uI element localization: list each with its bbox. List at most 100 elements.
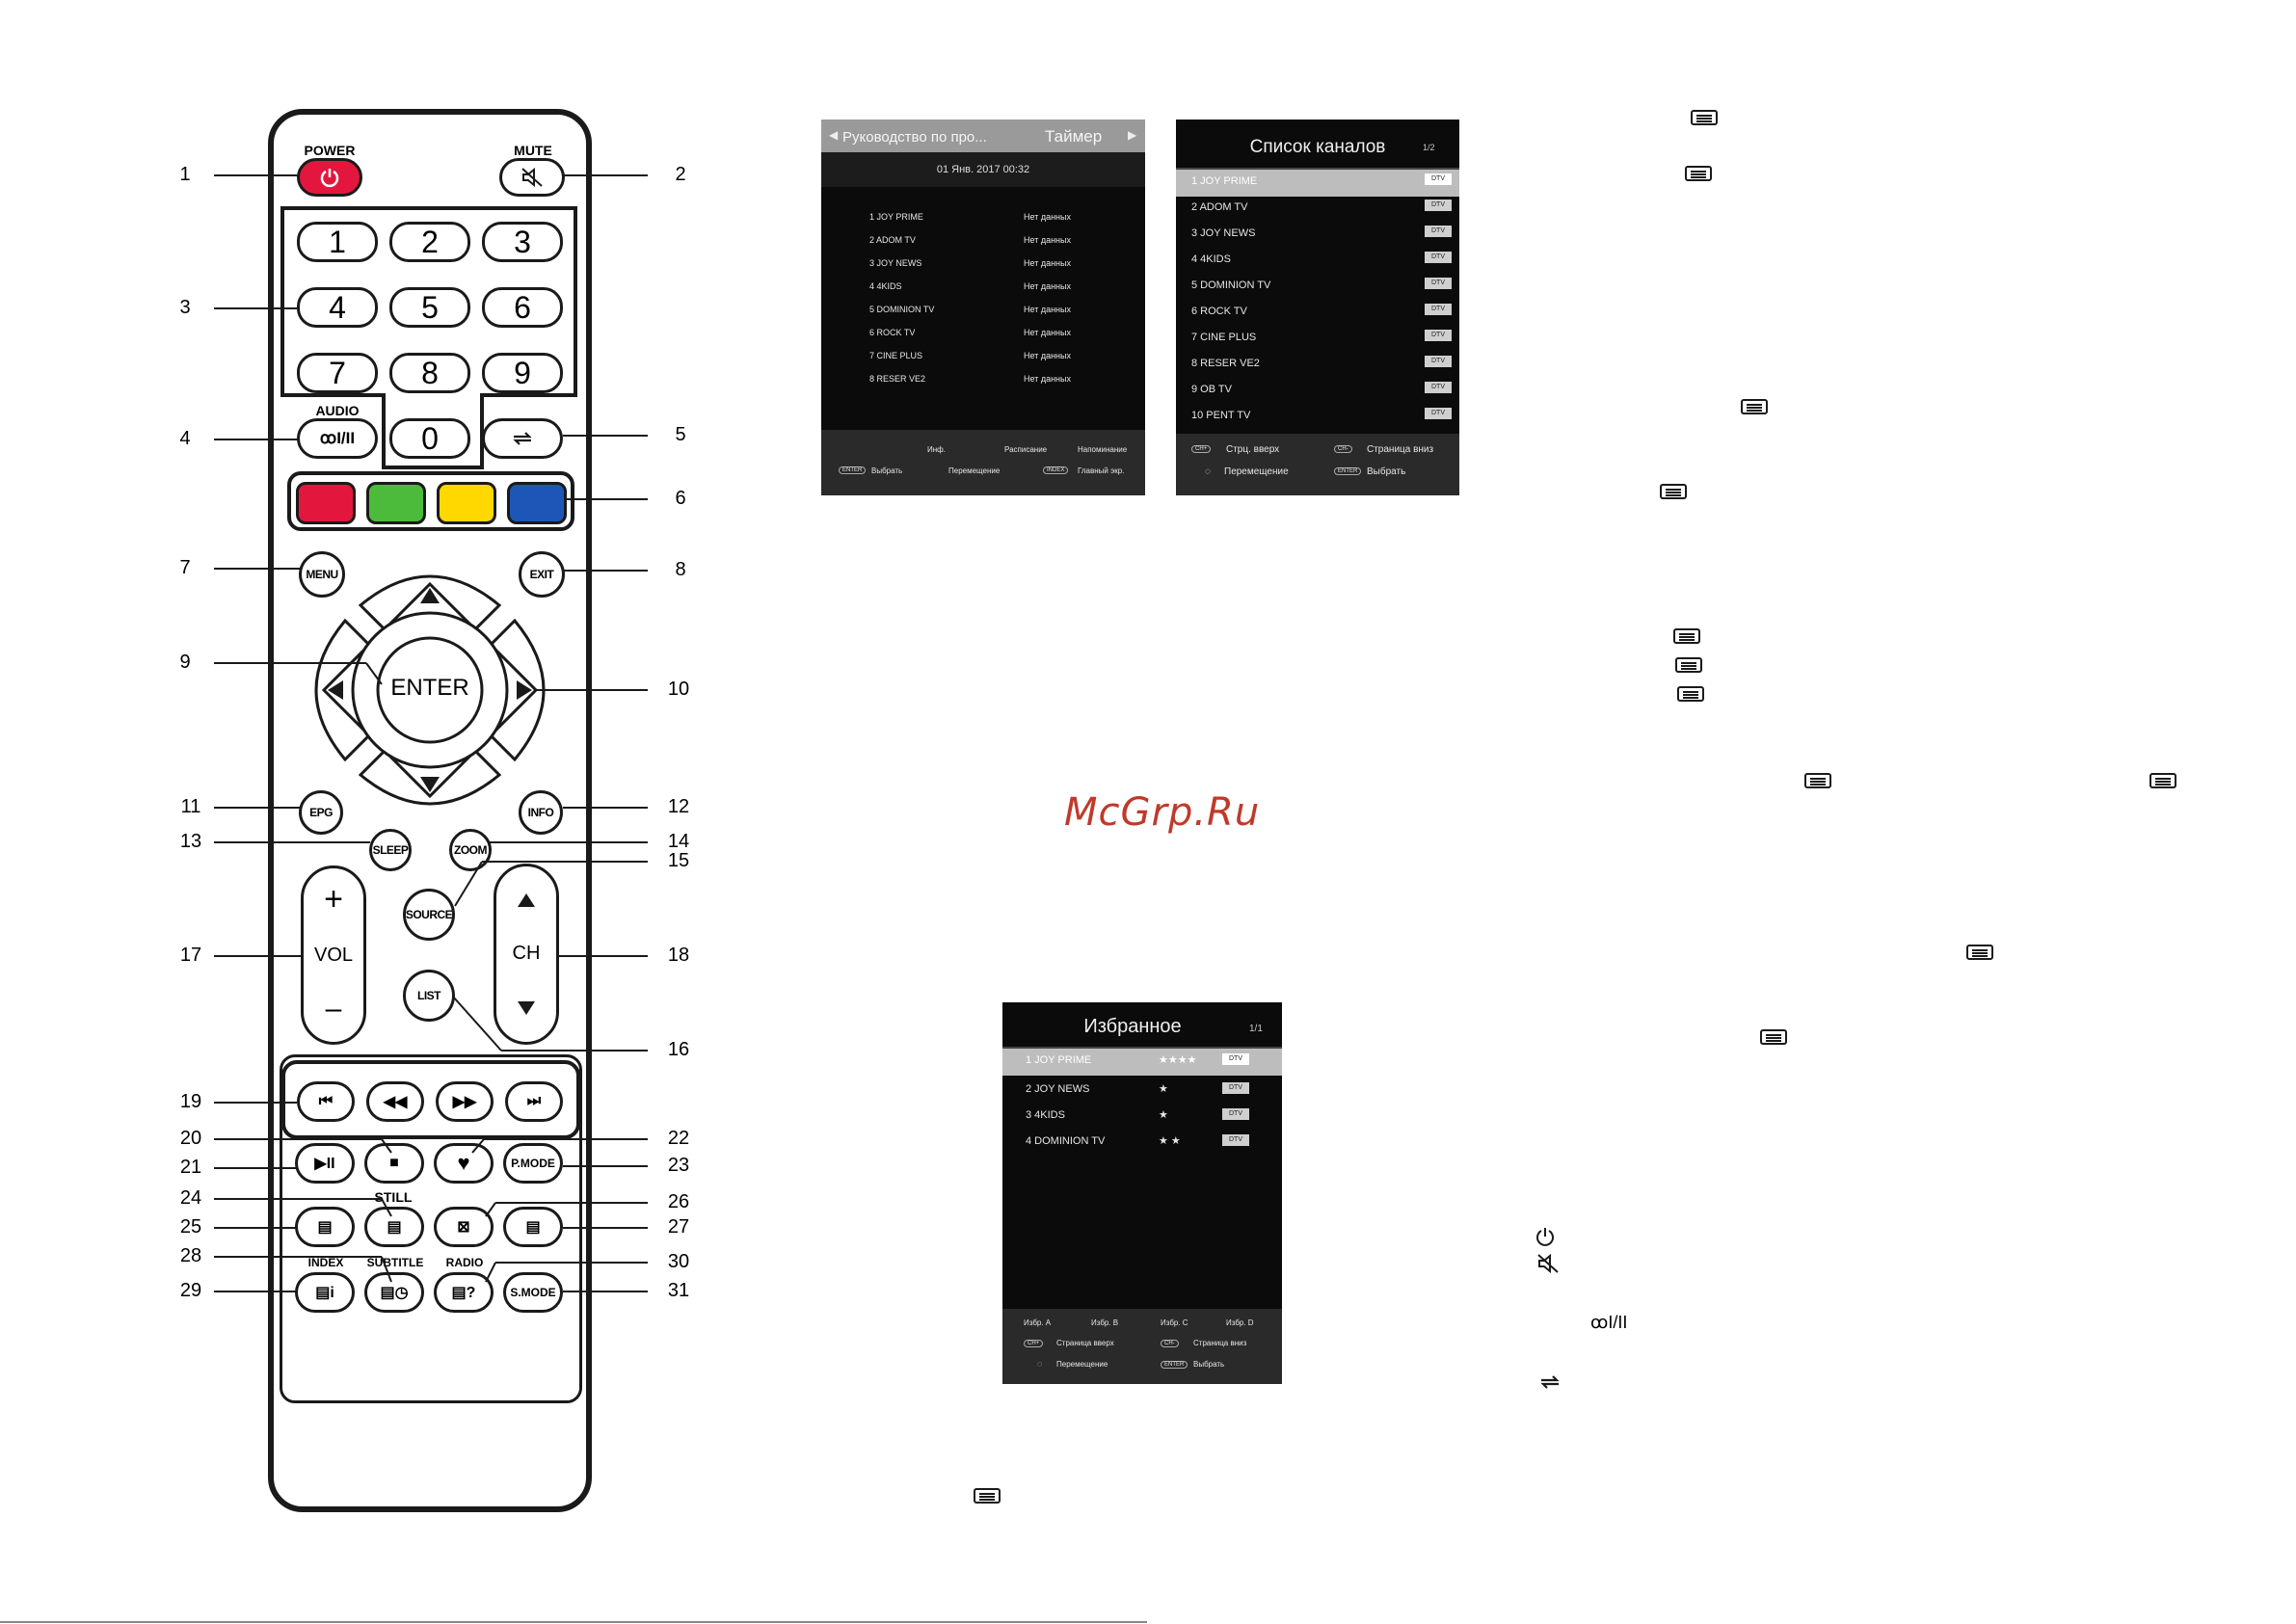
green-key[interactable] [366, 482, 426, 524]
picture-mode-button[interactable]: P.MODE [503, 1143, 563, 1184]
recall-icon [1540, 1375, 1560, 1389]
epg-header-right[interactable]: Таймер [1045, 127, 1103, 146]
list-button[interactable]: LIST [403, 970, 455, 1022]
skip-forward-icon: ⏭ [526, 1093, 542, 1109]
still-button[interactable]: ▤ [364, 1207, 424, 1247]
volume-label: VOL [313, 945, 354, 966]
epg-header-left[interactable]: Руководство по про... [842, 129, 987, 146]
size-icon [1677, 686, 1704, 702]
epg-row-status: Нет данных [1024, 258, 1071, 268]
callout-18: 18 [667, 945, 690, 966]
epg-row-name[interactable]: 8 RESER VE2 [869, 374, 926, 384]
page-down-hint: Страница вниз [1367, 444, 1434, 455]
digit-6-button[interactable]: 6 [482, 287, 563, 328]
epg-screen: Руководство по про... Таймер ◀ ▶ 01 Янв.… [821, 120, 1145, 495]
play-pause-button[interactable]: ▶II [295, 1143, 355, 1184]
digit-1-button[interactable]: 1 [297, 222, 378, 262]
epg-row-name[interactable]: 4 4KIDS [869, 281, 902, 291]
channel-down-icon[interactable] [517, 1000, 536, 1016]
prev-track-button[interactable]: ⏮ [297, 1081, 355, 1122]
size-button[interactable]: ▤ [503, 1207, 563, 1247]
fast-forward-button[interactable]: ▶▶ [436, 1081, 494, 1122]
favorite-row-tag: DTV [1222, 1108, 1249, 1120]
index-key-icon: INDEX [1043, 466, 1069, 474]
exit-button[interactable]: EXIT [519, 551, 565, 598]
fast-forward-icon: ▶▶ [452, 1094, 477, 1110]
channel-row-tag: DTV [1425, 278, 1452, 289]
next-track-button[interactable]: ⏭ [505, 1081, 563, 1122]
epg-row-name[interactable]: 1 JOY PRIME [869, 212, 923, 222]
epg-button[interactable]: EPG [299, 790, 343, 835]
favorite-row-name[interactable]: 4 DOMINION TV [1026, 1135, 1106, 1147]
navigation-pad[interactable] [307, 567, 553, 813]
mute-button[interactable] [499, 158, 565, 197]
epg-row-name[interactable]: 7 CINE PLUS [869, 351, 923, 360]
channel-row-name[interactable]: 5 DOMINION TV [1191, 280, 1271, 291]
channel-row-name[interactable]: 3 JOY NEWS [1191, 227, 1256, 239]
channel-row-name[interactable]: 6 ROCK TV [1191, 306, 1247, 317]
favorite-row-name[interactable]: 1 JOY PRIME [1026, 1054, 1092, 1066]
power-button[interactable] [297, 158, 362, 197]
epg-reminder-hint: Напоминание [1078, 445, 1128, 454]
channel-row-name[interactable]: 9 OB TV [1191, 384, 1232, 395]
favorite-row-stars: ★ [1159, 1083, 1168, 1095]
watermark: McGrp.Ru [1064, 790, 1261, 835]
enter-button[interactable]: ENTER [390, 675, 469, 701]
blue-key[interactable] [507, 482, 567, 524]
favorite-row-name[interactable]: 2 JOY NEWS [1026, 1083, 1090, 1095]
recall-button[interactable] [482, 418, 563, 459]
channel-row-name[interactable]: 4 4KIDS [1191, 253, 1231, 265]
epg-row-name[interactable]: 5 DOMINION TV [869, 305, 935, 314]
power-icon [1536, 1228, 1554, 1246]
power-icon [320, 169, 339, 188]
channel-row-name[interactable]: 7 CINE PLUS [1191, 332, 1257, 343]
digit-7-button[interactable]: 7 [297, 353, 378, 393]
channel-rocker[interactable] [494, 864, 559, 1045]
digit-0-button[interactable]: 0 [389, 418, 470, 459]
volume-down-button[interactable]: – [325, 993, 342, 1025]
mute-label: MUTE [514, 143, 552, 158]
radio-button[interactable]: ▤? [434, 1272, 494, 1313]
callout-4: 4 [179, 428, 191, 449]
epg-main-hint: Главный экр. [1078, 466, 1125, 475]
epg-row-name[interactable]: 6 ROCK TV [869, 328, 916, 337]
channel-up-icon[interactable] [517, 892, 536, 908]
rewind-button[interactable]: ◀◀ [366, 1081, 424, 1122]
yellow-key[interactable] [437, 482, 496, 524]
channel-row-name[interactable]: 1 JOY PRIME [1191, 175, 1258, 187]
epg-row-name[interactable]: 3 JOY NEWS [869, 258, 922, 268]
source-button[interactable]: SOURCE [403, 889, 455, 941]
digit-2-button[interactable]: 2 [389, 222, 470, 262]
favorite-button[interactable]: ♥ [434, 1143, 494, 1184]
digit-3-button[interactable]: 3 [482, 222, 563, 262]
sound-mode-button[interactable]: S.MODE [503, 1272, 563, 1313]
callout-19: 19 [179, 1091, 202, 1112]
info-button[interactable]: INFO [519, 790, 563, 835]
epg-row-name[interactable]: 2 ADOM TV [869, 235, 916, 245]
subtitle-button[interactable]: ▤◷ [364, 1272, 424, 1313]
cancel-teletext-button[interactable]: ⊠ [434, 1207, 494, 1247]
favorite-row-tag: DTV [1222, 1082, 1249, 1094]
callout-5: 5 [675, 424, 686, 445]
zoom-button[interactable]: ZOOM [449, 829, 492, 871]
channel-row-name[interactable]: 8 RESER VE2 [1191, 358, 1260, 369]
epg-header: Руководство по про... Таймер ◀ ▶ [821, 120, 1145, 152]
volume-up-button[interactable]: + [324, 881, 343, 918]
stop-button[interactable]: ■ [364, 1143, 424, 1184]
red-key[interactable] [296, 482, 356, 524]
favorite-row-name[interactable]: 3 4KIDS [1026, 1109, 1065, 1121]
digit-5-button[interactable]: 5 [389, 287, 470, 328]
sleep-button[interactable]: SLEEP [369, 829, 412, 871]
callout-3: 3 [179, 297, 191, 318]
channel-row-tag: DTV [1425, 304, 1452, 315]
digit-8-button[interactable]: 8 [389, 353, 470, 393]
channel-row-name[interactable]: 10 PENT TV [1191, 410, 1251, 421]
playback-frame [281, 1060, 580, 1139]
digit-4-button[interactable]: 4 [297, 287, 378, 328]
menu-button[interactable]: MENU [299, 551, 345, 598]
channel-row-name[interactable]: 2 ADOM TV [1191, 201, 1248, 213]
callout-14: 14 [667, 831, 690, 852]
digit-9-button[interactable]: 9 [482, 353, 563, 393]
remote-control-body [268, 109, 592, 1512]
callout-21: 21 [179, 1157, 202, 1178]
